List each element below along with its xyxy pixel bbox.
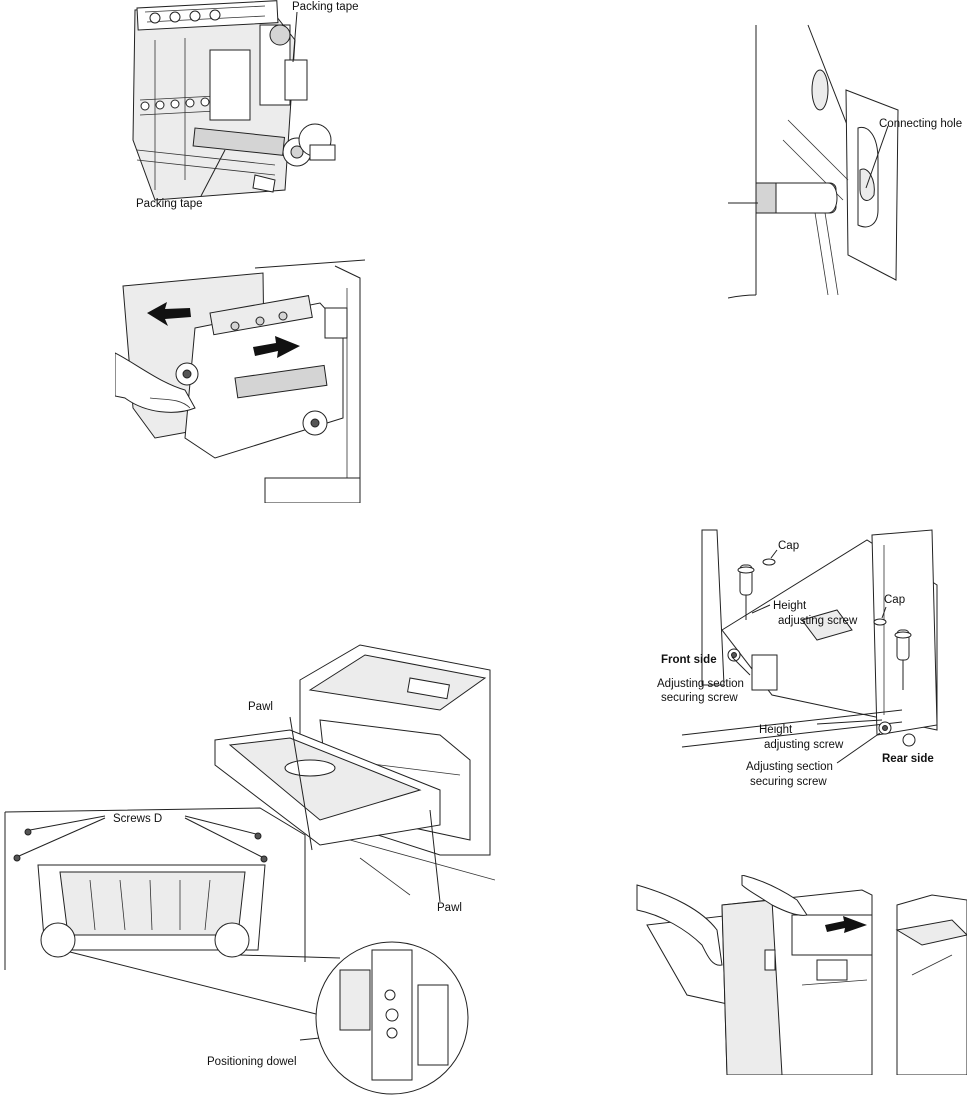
label-adj-rear-line2: securing screw: [750, 776, 827, 788]
label-height-screw-2-line1: Height: [759, 724, 793, 736]
figure-connecting-hole: Connecting hole: [728, 20, 967, 305]
label-pawl-top: Pawl: [248, 701, 273, 713]
label-height-screw-2-line2: adjusting screw: [764, 739, 844, 751]
knob-left: [176, 363, 198, 385]
label-cap-left: Cap: [778, 540, 799, 552]
dowel-detail-circle: [316, 942, 468, 1094]
connecting-pin: [756, 183, 837, 213]
label-screws-d: Screws D: [113, 813, 162, 825]
cap-left-shape: [763, 559, 775, 565]
label-pawl-bottom: Pawl: [437, 902, 462, 914]
label-packing-tape-bottom: Packing tape: [136, 198, 203, 210]
tray-front-view: [38, 865, 265, 957]
label-adj-rear-line1: Adjusting section: [746, 761, 833, 773]
label-connecting-hole: Connecting hole: [879, 118, 962, 130]
knob: [283, 124, 335, 166]
cap-right-shape: [874, 619, 886, 625]
figure-unit-slide: [115, 258, 365, 503]
label-height-screw-1-line2: adjusting screw: [778, 615, 858, 627]
screw-icons: [14, 829, 267, 862]
label-front-side: Front side: [661, 654, 717, 666]
knob-right: [303, 411, 327, 435]
label-cap-right: Cap: [884, 594, 905, 606]
figure-pull-unit: [632, 875, 967, 1075]
securing-screw-rear: [879, 722, 891, 734]
copier-body: [897, 895, 967, 1075]
machine-frame-illustration: [133, 1, 335, 200]
figure-packing-tape: Packing tape Packing tape: [125, 0, 365, 215]
label-height-screw-1-line1: Height: [773, 600, 807, 612]
label-adj-front-line1: Adjusting section: [657, 678, 744, 690]
label-rear-side: Rear side: [882, 753, 934, 765]
label-adj-front-line2: securing screw: [661, 692, 738, 704]
panel-illustration: [728, 25, 898, 298]
label-positioning-dowel: Positioning dowel: [207, 1056, 297, 1068]
figure-tray-screws: Pawl Pawl Screws D Positioning dowel: [0, 640, 495, 1108]
label-packing-tape-top: Packing tape: [292, 1, 359, 13]
figure-height-adjust: Cap Cap Height adjusting screw Front sid…: [652, 525, 967, 795]
